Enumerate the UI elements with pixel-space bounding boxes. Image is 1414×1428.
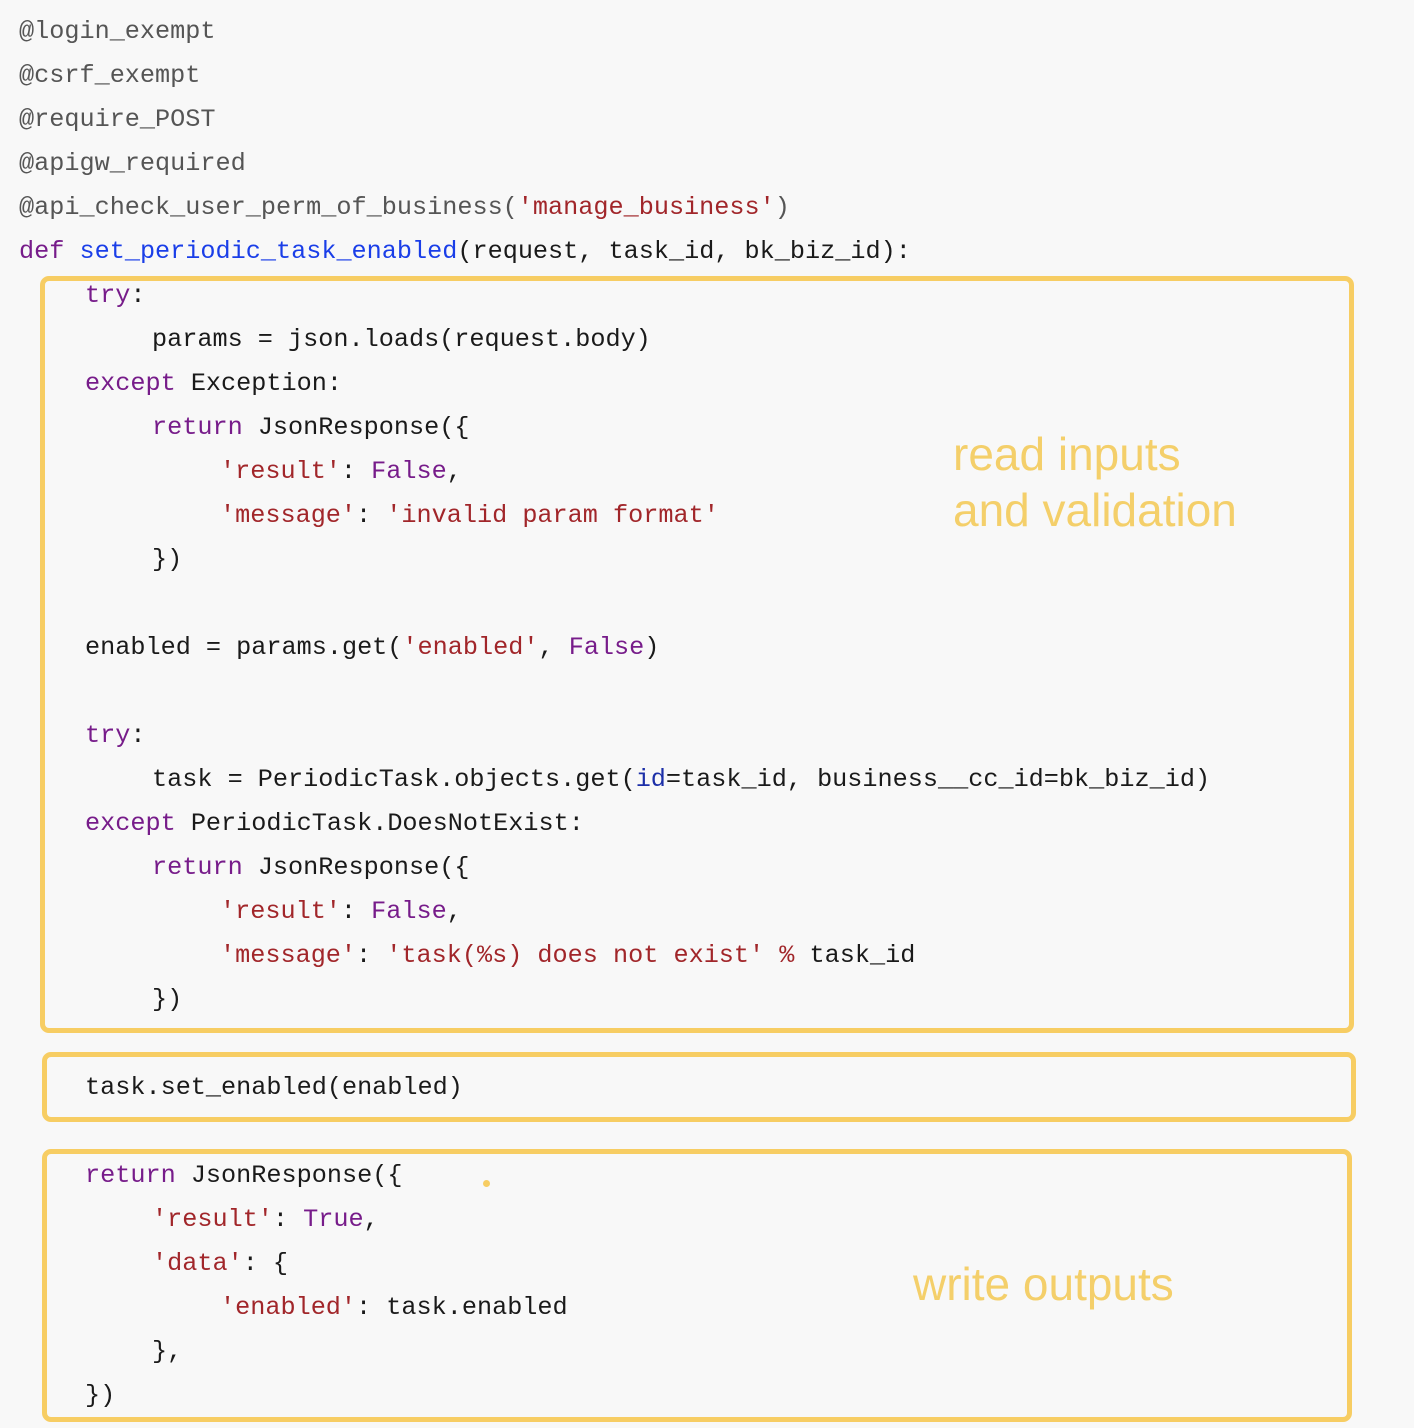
task-lookup: task = PeriodicTask.objects.get(id=task_… <box>152 762 1210 798</box>
task-prefix: task = PeriodicTask.objects.get( <box>152 765 636 794</box>
function-name: set_periodic_task_enabled <box>79 237 458 266</box>
true-literal: True <box>303 1205 364 1234</box>
result-key: 'result' <box>220 897 341 926</box>
enabled-assignment: enabled = params.get('enabled', False) <box>85 630 659 666</box>
decorator-close: ) <box>774 193 790 222</box>
id-builtin: id <box>635 765 666 794</box>
format-operator: % <box>764 941 810 970</box>
return-call: JsonResponse({ <box>242 413 470 442</box>
comma: , <box>446 457 462 486</box>
message-key: 'message' <box>220 941 357 970</box>
close-paren: ) <box>644 633 660 662</box>
except-keyword: except <box>85 809 176 838</box>
false-literal: False <box>371 457 447 486</box>
try-statement-1: try: <box>85 278 145 314</box>
format-arg: task_id <box>809 941 916 970</box>
close-brace-3: }) <box>85 1381 116 1410</box>
separator: : <box>356 501 387 530</box>
return-call: JsonResponse({ <box>175 1161 403 1190</box>
close-brace-1: }) <box>152 545 183 574</box>
try-keyword: try <box>85 281 131 310</box>
enabled-value: : task.enabled <box>356 1293 568 1322</box>
result-key: 'result' <box>152 1205 273 1234</box>
return-statement-2: return JsonResponse({ <box>152 850 469 886</box>
message-value: 'invalid param format' <box>386 501 719 530</box>
read-inputs-label: read inputs <box>953 428 1181 480</box>
function-definition: def set_periodic_task_enabled(request, t… <box>19 234 911 270</box>
params-assignment: params = json.loads(request.body) <box>152 325 651 354</box>
data-key: 'data' <box>152 1249 243 1278</box>
enabled-output-entry: 'enabled': task.enabled <box>220 1290 568 1326</box>
write-outputs-box <box>42 1149 1352 1422</box>
except-class: PeriodicTask.DoesNotExist: <box>175 809 584 838</box>
separator: : <box>356 941 387 970</box>
false-literal: False <box>371 897 447 926</box>
function-signature: (request, task_id, bk_biz_id): <box>457 237 911 266</box>
comma: , <box>446 897 462 926</box>
except-class: Exception: <box>175 369 342 398</box>
data-open: : { <box>242 1249 289 1278</box>
message-key: 'message' <box>220 501 357 530</box>
decorator-require-post: @require_POST <box>19 105 216 134</box>
return-statement-1: return JsonResponse({ <box>152 410 469 446</box>
set-enabled-box <box>42 1052 1356 1122</box>
except-statement-1: except Exception: <box>85 366 342 402</box>
decorator-csrf-exempt: @csrf_exempt <box>19 61 201 90</box>
separator: , <box>538 633 569 662</box>
write-outputs-label: write outputs <box>913 1258 1174 1310</box>
def-keyword: def <box>19 237 65 266</box>
try-colon: : <box>130 281 146 310</box>
read-inputs-box <box>40 276 1354 1033</box>
return-call: JsonResponse({ <box>242 853 470 882</box>
message-entry-2: 'message': 'task(%s) does not exist' % t… <box>220 938 915 974</box>
separator: : <box>340 897 372 926</box>
separator: : <box>272 1205 304 1234</box>
close-data-brace: }, <box>152 1337 183 1366</box>
set-enabled-call: task.set_enabled(enabled) <box>85 1073 463 1102</box>
decorator-apigw-required: @apigw_required <box>19 149 246 178</box>
message-value: 'task(%s) does not exist' <box>386 941 765 970</box>
comma: , <box>363 1205 379 1234</box>
result-key: 'result' <box>220 457 341 486</box>
return-statement-3: return JsonResponse({ <box>85 1158 402 1194</box>
try-statement-2: try: <box>85 718 145 754</box>
result-false-entry-1: 'result': False, <box>220 454 462 490</box>
return-keyword: return <box>85 1161 176 1190</box>
false-literal: False <box>568 633 645 662</box>
enabled-key: 'enabled' <box>402 633 539 662</box>
return-keyword: return <box>152 413 243 442</box>
return-keyword: return <box>152 853 243 882</box>
try-keyword: try <box>85 721 131 750</box>
highlight-dot <box>483 1180 490 1187</box>
result-true-entry: 'result': True, <box>152 1202 379 1238</box>
validation-label: and validation <box>953 484 1237 536</box>
decorator-name: @api_check_user_perm_of_business( <box>19 193 518 222</box>
decorator-check-perm: @api_check_user_perm_of_business('manage… <box>19 190 790 226</box>
except-statement-2: except PeriodicTask.DoesNotExist: <box>85 806 584 842</box>
message-entry-1: 'message': 'invalid param format' <box>220 498 719 534</box>
decorator-login-exempt: @login_exempt <box>19 17 216 46</box>
try-colon: : <box>130 721 146 750</box>
data-entry: 'data': { <box>152 1246 288 1282</box>
decorator-arg: 'manage_business' <box>517 193 775 222</box>
separator: : <box>340 457 372 486</box>
task-args: =task_id, business__cc_id=bk_biz_id) <box>665 765 1211 794</box>
enabled-key: 'enabled' <box>220 1293 357 1322</box>
enabled-prefix: enabled = params.get( <box>85 633 403 662</box>
result-false-entry-2: 'result': False, <box>220 894 462 930</box>
except-keyword: except <box>85 369 176 398</box>
close-brace-2: }) <box>152 985 183 1014</box>
